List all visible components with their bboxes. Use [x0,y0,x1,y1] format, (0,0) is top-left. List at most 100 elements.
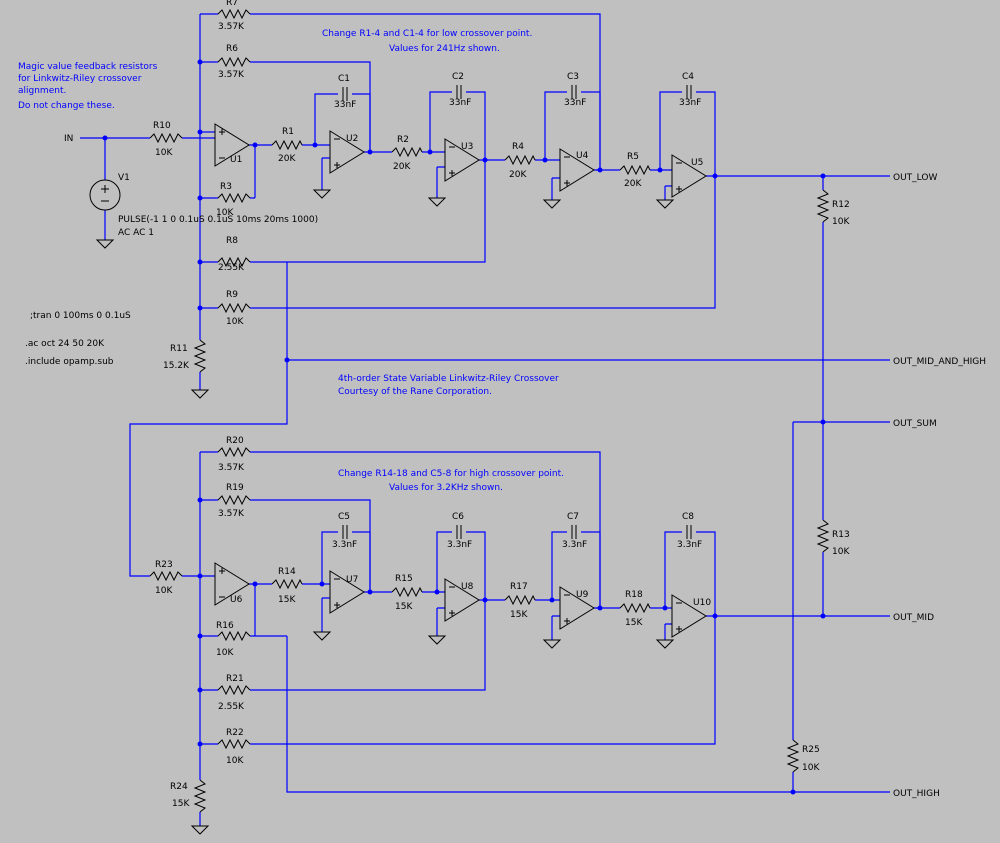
ground-symbols [95,189,675,835]
resistor-r6-value: 3.57K [218,70,245,80]
resistor-r5-symbol [619,164,651,176]
resistor-r14-value: 15K [278,595,296,605]
opamp-u7-symbol [329,570,365,614]
resistor-r17-name: R17 [510,582,528,592]
resistor-r1-symbol [271,139,303,151]
opamp-u5-name: U5 [691,158,703,168]
resistor-r10-value: 10K [155,148,173,158]
resistor-r8-value: 2.55K [218,263,245,273]
opamp-u2-name: U2 [346,134,358,144]
capacitor-c7-symbol [571,525,577,539]
capacitor-c3-name: C3 [567,72,579,82]
device-symbols [89,8,830,835]
opamp-u3-symbol [444,138,480,182]
capacitor-c1-symbol [342,87,348,101]
resistor-r19-name: R19 [226,483,244,493]
resistor-r13-name: R13 [832,530,850,540]
capacitor-c6-value: 3.3nF [447,540,472,550]
opamp-u1-name: U1 [230,155,242,165]
opamp-u3-name: U3 [461,142,473,152]
resistor-r10-symbol [149,132,183,144]
include-directive: .include opamp.sub [25,357,114,367]
opamp-u6-symbol [214,562,250,606]
capacitor-c2-symbol [456,85,462,99]
resistor-r19-value: 3.57K [218,509,245,519]
capacitor-c8-symbol [686,525,692,539]
capacitor-c4-value: 33nF [679,98,701,108]
resistor-r11-symbol [193,339,207,373]
source-v1-name: V1 [118,173,130,183]
low-crossover-change-note: Change R1-4 and C1-4 for low crossover p… [322,29,532,39]
capacitor-c1-name: C1 [338,74,350,84]
resistor-r21-symbol [217,684,251,696]
resistor-r14-symbol [271,578,303,590]
feedback-note-line-1: Magic value feedback resistors [18,62,158,72]
resistor-r8-name: R8 [226,236,238,246]
capacitor-c2-name: C2 [452,72,464,82]
net-label-out-high: OUT_HIGH [893,789,940,799]
capacitor-c4-symbol [686,85,692,99]
resistor-r15-symbol [391,586,423,598]
resistor-r4-name: R4 [512,142,524,152]
resistor-r21-value: 2.55K [218,702,245,712]
net-label-in: IN [64,134,73,144]
capacitor-c3-value: 33nF [564,98,586,108]
resistor-r9-symbol [217,302,251,314]
net-label-out-mid: OUT_MID [893,613,934,623]
resistor-r5-name: R5 [627,152,639,162]
voltage-source-v1-symbol [89,179,121,211]
ac-source-directive: AC AC 1 [118,228,154,238]
ac-analysis-directive: .ac oct 24 50 20K [25,339,105,349]
resistor-r24-symbol [193,779,207,813]
opamp-u7-name: U7 [346,575,358,585]
capacitor-c7-value: 3.3nF [562,540,587,550]
resistor-r15-name: R15 [395,574,413,584]
resistor-r1-value: 20K [278,154,296,164]
resistor-r18-value: 15K [625,618,643,628]
resistor-r7-value: 3.57K [218,22,245,32]
opamp-u1-symbol [214,123,250,167]
resistor-r23-value: 10K [155,586,173,596]
feedback-note-line-4: Do not change these. [18,101,115,111]
resistor-r1-name: R1 [282,127,294,137]
opamp-u9-name: U9 [576,590,589,600]
resistor-r20-value: 3.57K [218,463,245,473]
capacitor-c5-name: C5 [338,512,350,522]
resistor-r22-name: R22 [226,728,244,738]
resistor-r23-name: R23 [155,560,173,570]
resistor-r20-name: R20 [226,436,244,446]
net-label-out-low: OUT_LOW [893,173,937,183]
resistor-r12-value: 10K [832,217,850,227]
resistor-r8-symbol [217,256,251,268]
opamp-u10-name: U10 [693,598,711,608]
opamp-u10-symbol [671,594,707,638]
resistor-r6-symbol [217,56,251,68]
opamp-u2-symbol [329,130,365,174]
resistor-r24-value: 15K [172,799,190,809]
credit-note: Courtesy of the Rane Corporation. [338,387,492,397]
resistor-r13-symbol [816,519,830,553]
resistor-r4-value: 20K [509,170,527,180]
resistor-r2-symbol [391,146,423,158]
resistor-r11-value: 15.2K [163,361,190,371]
capacitor-c7-name: C7 [567,512,579,522]
resistor-r14-name: R14 [278,567,296,577]
pulse-directive: PULSE(-1 1 0 0.1uS 0.1uS 10ms 20ms 1000) [118,215,318,225]
resistor-r19-symbol [217,494,251,506]
resistor-r12-symbol [816,189,830,223]
feedback-note-line-2: for Linkwitz-Riley crossover [18,74,142,84]
capacitor-c4-name: C4 [682,72,694,82]
tran-directive: ;tran 0 100ms 0 0.1uS [30,311,131,321]
resistor-r18-symbol [619,602,651,614]
resistor-r17-symbol [504,594,536,606]
capacitor-c1-value: 33nF [334,100,356,110]
resistor-r25-value: 10K [802,763,820,773]
resistor-r3-name: R3 [220,182,232,192]
resistor-r16-name: R16 [216,621,234,631]
resistor-r9-value: 10K [226,317,244,327]
labels: Magic value feedback resistors for Linkw… [18,0,986,809]
resistor-r12-name: R12 [832,200,850,210]
high-crossover-values-note: Values for 3.2KHz shown. [389,483,503,493]
resistor-r3-value: 10K [216,208,234,218]
